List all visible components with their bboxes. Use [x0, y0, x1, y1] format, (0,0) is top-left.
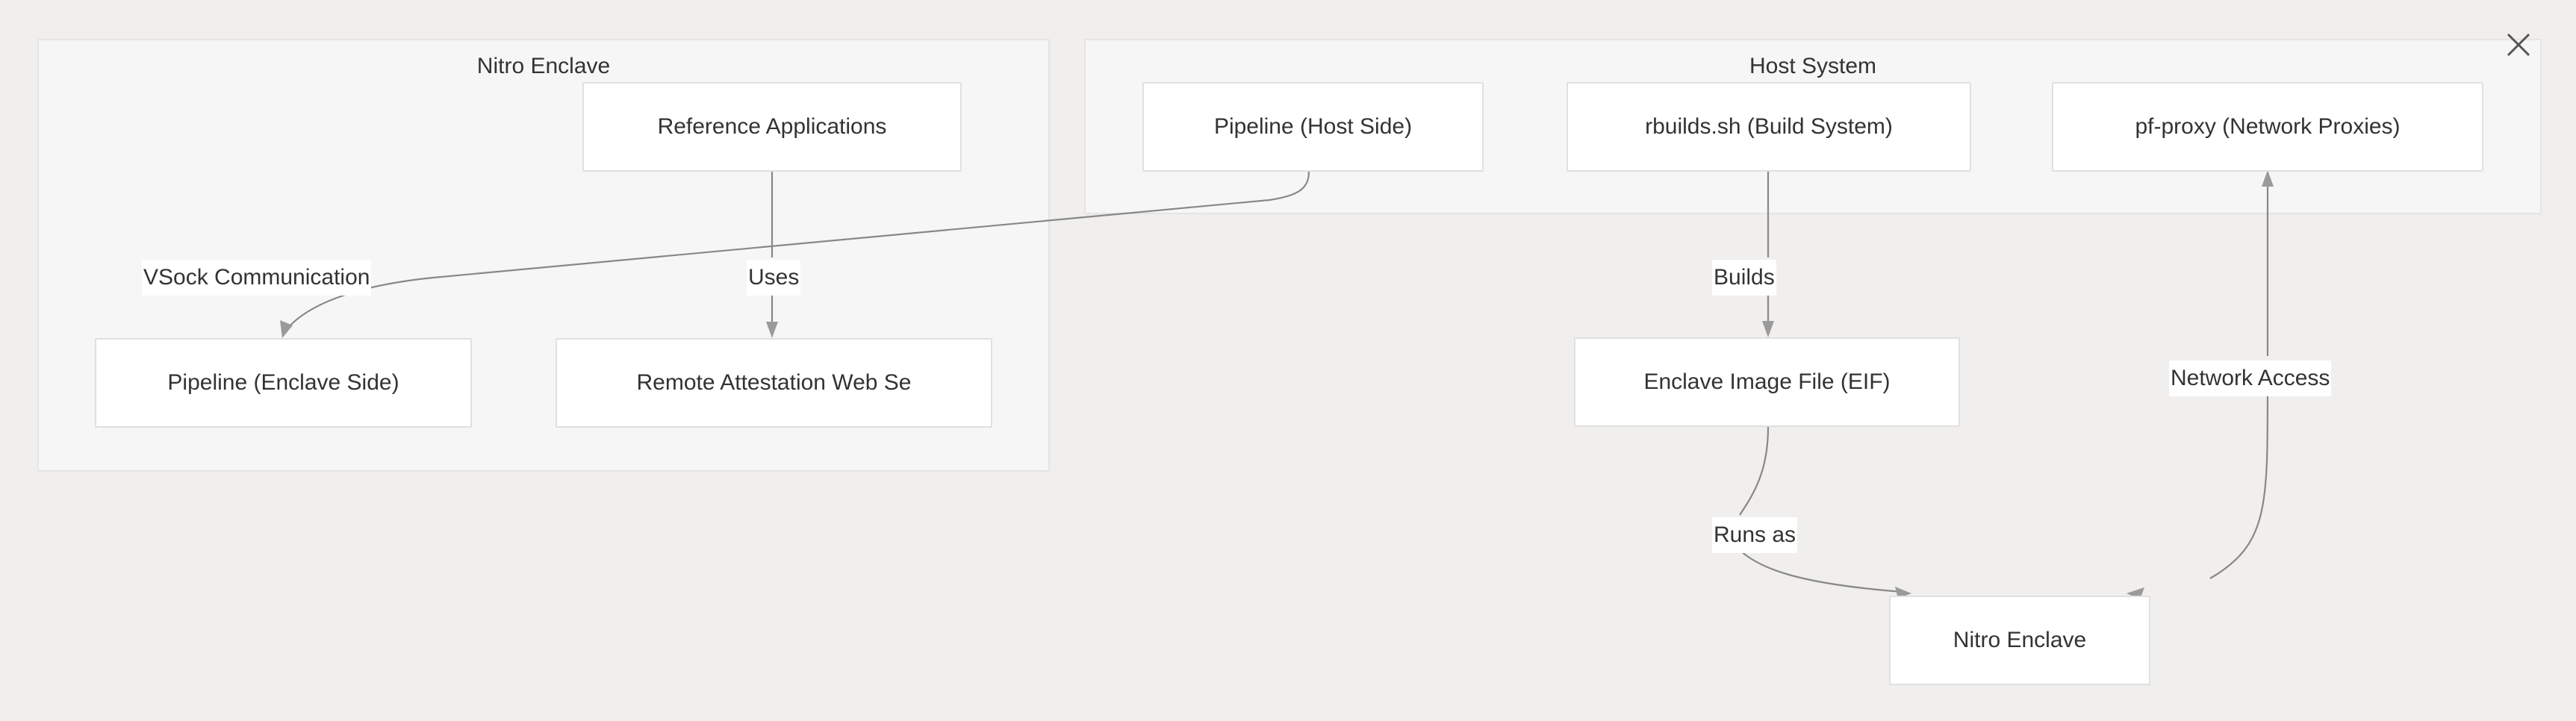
- cluster-title-host-system: Host System: [1749, 54, 1877, 78]
- node-pf-proxy-network-proxies[interactable]: pf-proxy (Network Proxies): [2052, 82, 2483, 172]
- node-label: Reference Applications: [657, 114, 887, 139]
- edge-label-network-access: Network Access: [2169, 360, 2332, 396]
- node-label: pf-proxy (Network Proxies): [2135, 114, 2401, 139]
- node-reference-applications[interactable]: Reference Applications: [582, 82, 962, 172]
- node-label: Nitro Enclave: [1953, 628, 2087, 652]
- node-label: Remote Attestation Web Se: [636, 370, 912, 395]
- edge-label-uses: Uses: [747, 260, 801, 296]
- node-nitro-enclave[interactable]: Nitro Enclave: [1889, 596, 2150, 685]
- edge-label-runs-as: Runs as: [1712, 517, 1798, 553]
- node-label: Pipeline (Host Side): [1213, 114, 1413, 139]
- node-pipeline-host-side[interactable]: Pipeline (Host Side): [1142, 82, 1484, 172]
- cluster-title-nitro-enclave: Nitro Enclave: [476, 54, 611, 78]
- edge-label-builds: Builds: [1712, 260, 1776, 296]
- node-pipeline-enclave-side[interactable]: Pipeline (Enclave Side): [95, 338, 472, 428]
- node-rbuilds-sh-build-system[interactable]: rbuilds.sh (Build System): [1567, 82, 1971, 172]
- node-remote-attestation-web-service[interactable]: Remote Attestation Web Se: [556, 338, 992, 428]
- node-label: rbuilds.sh (Build System): [1645, 114, 1893, 139]
- node-enclave-image-file[interactable]: Enclave Image File (EIF): [1574, 337, 1960, 427]
- node-label: Enclave Image File (EIF): [1643, 369, 1891, 394]
- close-icon[interactable]: [2504, 30, 2533, 60]
- edge-eif-to-nitro-enclave: [1739, 426, 1911, 599]
- edge-label-vsock-communication: VSock Communication: [142, 260, 372, 296]
- node-label: Pipeline (Enclave Side): [167, 370, 399, 395]
